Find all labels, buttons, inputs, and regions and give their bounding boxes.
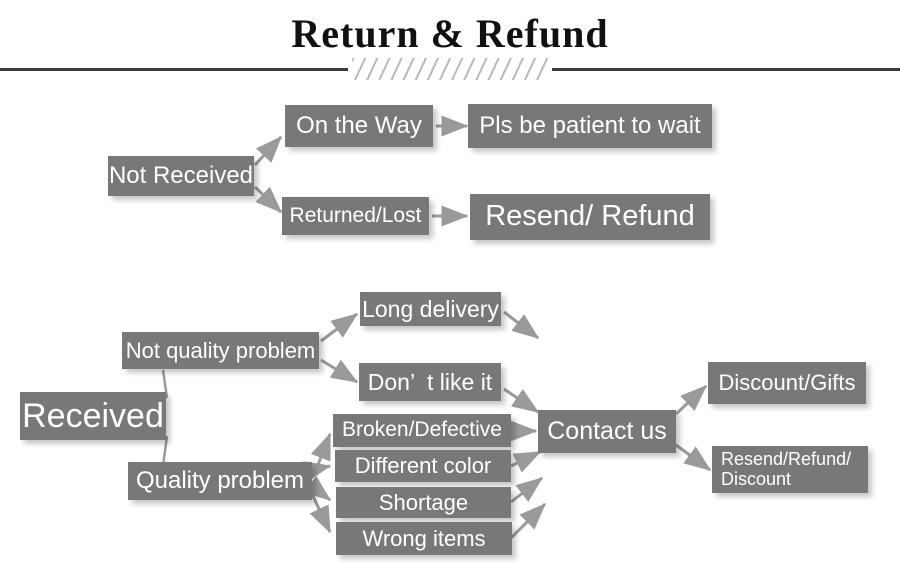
connector-contact-us-to-discount-gifts [674, 384, 708, 416]
node-resend-refund-discount[interactable]: Resend/Refund/ Discount [712, 446, 868, 493]
node-resend-refund[interactable]: Resend/ Refund [470, 194, 710, 240]
node-contact-us[interactable]: Contact us [538, 410, 676, 453]
divider-line-right [552, 68, 900, 71]
connector-quality-to-broken-defective [310, 432, 332, 471]
page-title: Return & Refund [291, 11, 609, 56]
node-not-received[interactable]: Not Received [108, 156, 254, 196]
connector-quality-to-wrong-items [309, 493, 332, 534]
connector-dont-like-it-to-contact-us [503, 387, 540, 414]
connector-contact-us-to-resend-refund-discount [675, 443, 712, 472]
diagonal-hatch-divider-icon [352, 58, 548, 80]
node-discount-gifts[interactable]: Discount/Gifts [708, 362, 866, 404]
connector-wrong-items-to-contact-us [509, 502, 547, 540]
node-received[interactable]: Received [20, 392, 166, 440]
connector-not-quality-to-long-delivery [320, 312, 359, 343]
connector-quality-to-different-color [302, 461, 332, 482]
node-broken-defective[interactable]: Broken/Defective [333, 414, 511, 447]
node-returned-lost[interactable]: Returned/Lost [282, 197, 429, 235]
connector-different-color-to-contact-us [510, 450, 542, 473]
node-different-color[interactable]: Different color [335, 450, 511, 482]
node-dont-like-it[interactable]: Don’ t like it [359, 363, 501, 401]
connector-not-quality-to-dont-like-it [320, 358, 359, 384]
node-pls-be-patient-to-wait[interactable]: Pls be patient to wait [468, 104, 712, 148]
connector-not-received-to-on-the-way [253, 135, 283, 167]
node-shortage[interactable]: Shortage [336, 487, 511, 518]
node-not-quality-problem[interactable]: Not quality problem [122, 332, 319, 369]
node-quality-problem[interactable]: Quality problem [128, 462, 312, 500]
connector-shortage-to-contact-us [510, 476, 544, 504]
connector-long-delivery-to-contact-us [503, 310, 540, 340]
connector-quality-to-shortage [303, 476, 332, 502]
node-long-delivery[interactable]: Long delivery [360, 292, 501, 326]
node-on-the-way[interactable]: On the Way [285, 105, 433, 147]
node-wrong-items[interactable]: Wrong items [336, 522, 512, 555]
connector-not-received-to-returned-lost [253, 185, 283, 214]
divider-line-left [0, 68, 348, 71]
